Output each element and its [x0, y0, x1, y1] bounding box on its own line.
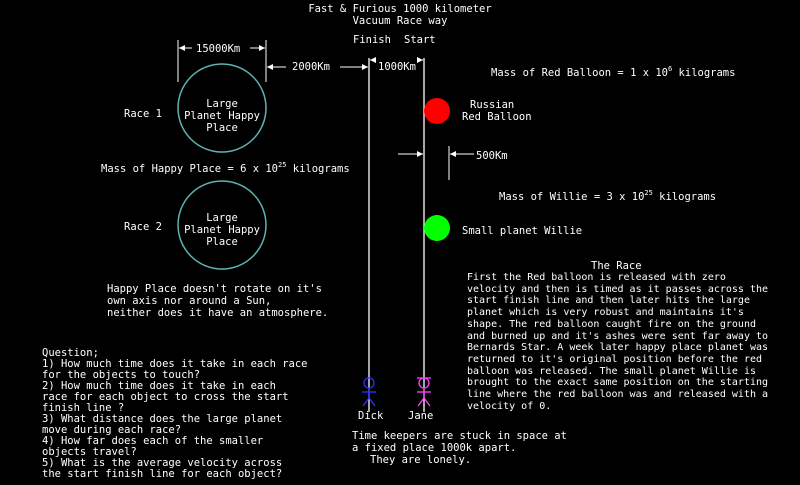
timekeepers-line2: a fixed place 1000k apart.	[352, 442, 517, 454]
red-balloon-label-line1: Russian	[470, 99, 515, 111]
planet-label-race2-line1: Large	[206, 212, 238, 224]
planet-label-race2-line2: Planet Happy	[184, 224, 260, 236]
red-balloon-label-line2: Red Balloon	[462, 111, 532, 123]
question-line: finish line ?	[42, 402, 125, 414]
dimension-500km: 500Km	[476, 150, 508, 162]
willie-mass: Mass of Willie = 3 x 1025 kilograms	[499, 189, 717, 203]
jane-label: Jane	[408, 410, 434, 422]
small-planet-label: Small planet Willie	[462, 225, 583, 237]
small-planet-willie	[424, 215, 450, 241]
dick-label: Dick	[358, 410, 384, 422]
dimension-1000km: 1000Km	[378, 61, 416, 73]
race-2-label: Race 2	[124, 221, 162, 233]
race-heading: The Race	[591, 260, 642, 272]
question-line: 2) How much time does it take in each	[42, 380, 276, 392]
start-label: Start	[404, 34, 436, 46]
question-line: 4) How far does each of the smaller	[42, 435, 264, 447]
question-line: the start finish line for each object?	[42, 468, 283, 480]
dimension-2000km: 2000Km	[292, 61, 330, 73]
dimension-15000km: 15000Km	[196, 43, 241, 55]
race-description: First the Red balloon is released with z…	[467, 272, 769, 412]
planet-label-race1-line3: Place	[206, 122, 238, 134]
happy-note-line1: Happy Place doesn't rotate on it's	[107, 283, 322, 295]
question-line: move during each race?	[42, 424, 182, 436]
happy-place-mass: Mass of Happy Place = 6 x 1025 kilograms	[101, 161, 350, 175]
happy-note-line3: neither does it have an atmosphere.	[107, 307, 329, 319]
red-balloon	[424, 98, 450, 124]
question-line: Question;	[42, 347, 99, 359]
question-line: race for each object to cross the start	[42, 391, 289, 403]
timekeepers-line1: Time keepers are stuck in space at	[352, 430, 567, 442]
race-1-label: Race 1	[124, 108, 162, 120]
jane-figure	[417, 377, 431, 407]
red-balloon-mass: Mass of Red Balloon = 1 x 106 kilograms	[491, 65, 736, 79]
title-line-2: Vacuum Race way	[352, 15, 448, 27]
planet-label-race1-line1: Large	[206, 98, 238, 110]
dick-figure	[362, 377, 376, 407]
timekeepers-line3: They are lonely.	[370, 454, 472, 466]
question-line: objects travel?	[42, 446, 137, 458]
planet-label-race2-line3: Place	[206, 236, 238, 248]
finish-label: Finish	[353, 34, 391, 46]
happy-note-line2: own axis nor around a Sun,	[107, 295, 272, 307]
question-line: 1) How much time does it take in each ra…	[42, 358, 308, 370]
question-line: 5) What is the average velocity across	[42, 457, 283, 469]
question-line: for the objects to touch?	[42, 369, 201, 381]
question-line: 3) What distance does the large planet	[42, 413, 283, 425]
planet-happy-place-race2	[177, 180, 267, 270]
planet-label-race1-line2: Planet Happy	[184, 110, 260, 122]
planet-happy-place-race1	[177, 63, 267, 153]
title-line-1: Fast & Furious 1000 kilometer	[308, 3, 492, 15]
